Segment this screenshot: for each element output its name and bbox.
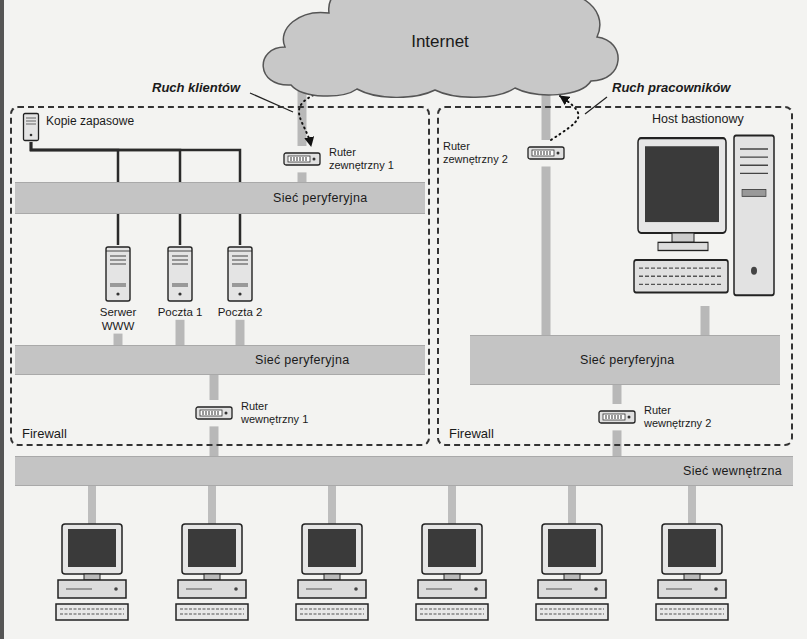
node-label: Firewall (22, 426, 67, 441)
traffic-arrow (551, 96, 578, 140)
workstation (656, 486, 728, 620)
scan-shadow (0, 0, 4, 639)
node-label: Poczta 1 (158, 306, 203, 320)
network-pipe (298, 172, 307, 182)
node-label: Sieć peryferyjna (273, 191, 367, 205)
workstation (296, 486, 368, 620)
node-label: Sieć peryferyjna (580, 353, 674, 367)
workstation (536, 486, 608, 620)
server: Poczta 1 (152, 245, 208, 320)
network-band: Sieć peryferyjna (15, 345, 425, 375)
server-icon (226, 245, 254, 303)
node-label: Kopie zapasowe (46, 112, 134, 128)
firewall-frame: Firewall Ruter zewnętrzny 2 Host bastionow… (437, 106, 793, 446)
router-icon (283, 152, 321, 166)
node-label: Host bastionowy (630, 112, 744, 126)
network-band: Sieć peryferyjna (470, 335, 780, 385)
firewall-frame: Firewall Kopie zapasoweRuter zewnętrzny 1… (10, 106, 430, 446)
router-icon (195, 406, 233, 420)
traffic-arrow (299, 93, 318, 146)
node-label: Poczta 2 (218, 306, 263, 320)
network-pipe (542, 166, 551, 335)
workstation (176, 486, 248, 620)
network-band: Sieć wewnętrzna (15, 456, 793, 486)
network-pipe (176, 320, 185, 345)
workstation (416, 486, 488, 620)
node-label: Sieć peryferyjna (255, 353, 349, 367)
workstation (56, 486, 128, 620)
leader-line (250, 93, 293, 112)
router: Ruter wewnętrzny 1 (195, 400, 317, 426)
server-icon (104, 245, 132, 303)
node-label: Ruter wewnętrzny 2 (644, 404, 720, 430)
host-icon (630, 130, 780, 306)
internet-cloud: Internet (255, 0, 625, 98)
router: Ruter zewnętrzny 2 (443, 140, 565, 166)
node-label: Ruter zewnętrzny 1 (329, 146, 405, 172)
node-label: Serwer WWW (90, 306, 146, 334)
server-icon (166, 245, 194, 303)
network-pipe (613, 430, 622, 456)
network-pipe (613, 385, 622, 404)
server-icon (226, 245, 254, 303)
router-icon (283, 152, 321, 166)
node-label: Firewall (449, 426, 494, 441)
network-pipe (210, 375, 219, 400)
server-icon (166, 245, 194, 303)
server: Serwer WWW (90, 245, 146, 334)
network-pipe (236, 320, 245, 345)
traffic-label: Ruch pracowników (610, 80, 732, 95)
node-label: Ruter wewnętrzny 1 (241, 400, 317, 426)
bastion-host: Host bastionowy (630, 112, 780, 306)
backup-server: Kopie zapasowe (22, 112, 162, 142)
router-icon (598, 410, 636, 424)
network-band: Sieć peryferyjna (15, 182, 425, 214)
server: Poczta 2 (212, 245, 268, 320)
node-label: Sieć wewnętrzna (683, 464, 782, 478)
node-label: Ruter zewnętrzny 2 (443, 140, 519, 166)
router-icon (527, 146, 565, 160)
network-pipe (114, 334, 123, 345)
router-icon (598, 410, 636, 424)
node-label: Internet (411, 32, 469, 52)
router-icon (195, 406, 233, 420)
traffic-label: Ruch klientów (150, 80, 242, 95)
router-icon (527, 146, 565, 160)
backup-icon (22, 112, 40, 142)
backup-icon (22, 112, 40, 142)
network-pipe (701, 306, 710, 335)
host-icon (630, 130, 780, 306)
server-icon (104, 245, 132, 303)
router: Ruter wewnętrzny 2 (598, 404, 720, 430)
network-pipe (210, 426, 219, 456)
router: Ruter zewnętrzny 1 (283, 146, 405, 172)
network-pipe (298, 86, 307, 146)
